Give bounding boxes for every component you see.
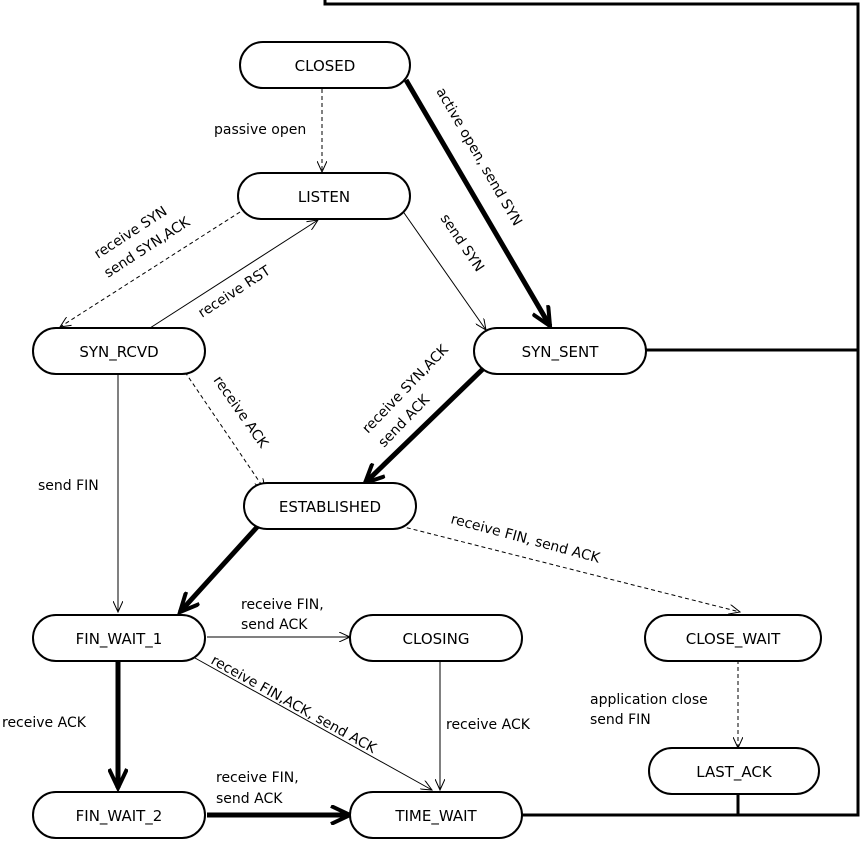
state-syn-rcvd: SYN_RCVD xyxy=(32,327,206,375)
label-receive-rst: receive RST xyxy=(195,263,274,322)
state-established-label: ESTABLISHED xyxy=(279,498,381,516)
state-established: ESTABLISHED xyxy=(243,482,417,530)
label-passive-open: passive open xyxy=(214,122,306,138)
label-closing-timewait: receive ACK xyxy=(446,717,531,733)
transitions xyxy=(60,78,740,815)
edge-listen-to-synrcvd xyxy=(60,211,241,327)
edge-receive-rst xyxy=(149,220,318,329)
label-send-fin: send FIN xyxy=(38,478,99,494)
edge-send-syn xyxy=(401,209,486,330)
frame-bottom-right xyxy=(522,350,860,817)
label-fw1-timewait: receive FIN,ACK, send ACK xyxy=(208,653,379,758)
state-fin-wait-2-label: FIN_WAIT_2 xyxy=(76,807,163,826)
edge-synsent-to-established xyxy=(365,364,488,483)
state-syn-sent-label: SYN_SENT xyxy=(522,343,600,362)
state-closed-label: CLOSED xyxy=(295,57,356,75)
state-close-wait: CLOSE_WAIT xyxy=(644,614,822,662)
state-listen-label: LISTEN xyxy=(298,188,350,206)
label-closewait-lastack-1: application close xyxy=(590,692,708,708)
state-syn-rcvd-label: SYN_RCVD xyxy=(79,343,158,362)
state-fin-wait-1-label: FIN_WAIT_1 xyxy=(76,630,163,649)
edge-finwait1-to-timewait xyxy=(194,657,432,790)
label-fw1-closing-2: send ACK xyxy=(241,617,308,633)
states: CLOSED LISTEN SYN_RCVD SYN_SENT ESTABLIS… xyxy=(32,41,822,839)
frame-top-right xyxy=(323,0,860,352)
state-closed: CLOSED xyxy=(239,41,411,89)
state-fin-wait-2: FIN_WAIT_2 xyxy=(32,791,206,839)
state-fin-wait-1: FIN_WAIT_1 xyxy=(32,614,206,662)
label-est-closewait: receive FIN, send ACK xyxy=(449,511,602,566)
label-fw1-fw2: receive ACK xyxy=(2,715,87,731)
state-syn-sent: SYN_SENT xyxy=(473,327,647,375)
edge-established-to-closewait xyxy=(399,525,740,612)
label-synrcvd-receive-ack: receive ACK xyxy=(210,373,272,452)
label-fw2-timewait-1: receive FIN, xyxy=(216,770,299,786)
edge-synrcvd-receive-ack xyxy=(184,371,265,490)
state-time-wait: TIME_WAIT xyxy=(349,791,523,839)
label-fw1-closing-1: receive FIN, xyxy=(241,597,324,613)
label-send-syn: send SYN xyxy=(437,211,487,275)
label-fw2-timewait-2: send ACK xyxy=(216,791,283,807)
state-time-wait-label: TIME_WAIT xyxy=(394,807,477,826)
state-close-wait-label: CLOSE_WAIT xyxy=(686,630,781,649)
state-closing: CLOSING xyxy=(349,614,523,662)
frame-lines xyxy=(323,0,860,817)
state-last-ack-label: LAST_ACK xyxy=(696,763,773,782)
edge-established-to-finwait1 xyxy=(180,524,260,612)
edge-active-open xyxy=(403,78,550,326)
state-last-ack: LAST_ACK xyxy=(648,747,820,795)
state-closing-label: CLOSING xyxy=(403,630,470,648)
label-closewait-lastack-2: send FIN xyxy=(590,712,651,728)
state-listen: LISTEN xyxy=(237,172,411,220)
